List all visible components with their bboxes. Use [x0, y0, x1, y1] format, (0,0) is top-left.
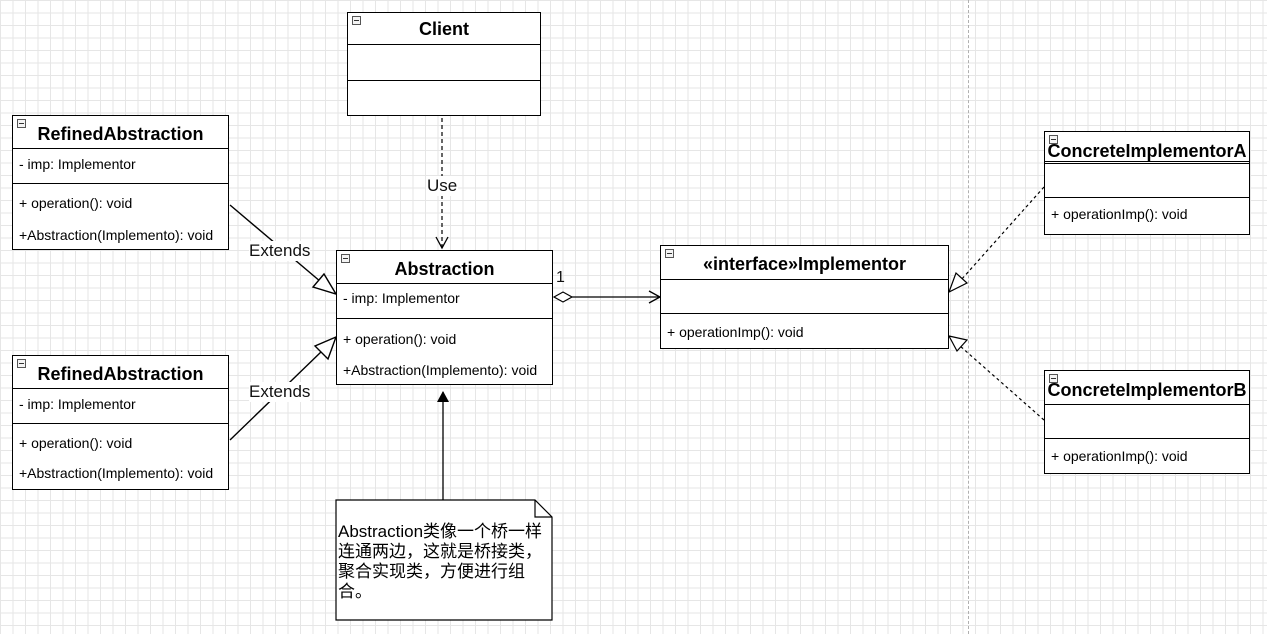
collapse-icon[interactable]: [1049, 135, 1058, 144]
note-fold: [534, 500, 552, 518]
class-refined-bottom-header: RefinedAbstraction: [13, 356, 228, 389]
class-refined-bottom-attributes: - imp: Implementor: [13, 389, 228, 424]
class-abstraction-attributes: - imp: Implementor: [337, 284, 552, 319]
method-abstraction-constructor: +Abstraction(Implemento): void: [19, 465, 214, 481]
class-concrete-implementor-a[interactable]: ConcreteImplementorA + operationImp(): v…: [1044, 131, 1250, 235]
class-client[interactable]: Client: [347, 12, 541, 116]
class-refined-abstraction-top[interactable]: RefinedAbstraction - imp: Implementor + …: [12, 115, 229, 250]
method-operation: + operation(): void: [343, 331, 457, 347]
note-text: Abstraction类像一个桥一样连通两边，这就是桥接类，聚合实现类，方便进行…: [338, 522, 543, 601]
collapse-icon[interactable]: [17, 359, 26, 368]
collapse-icon[interactable]: [665, 249, 674, 258]
class-client-attributes: [348, 45, 540, 81]
class-implementor-interface[interactable]: «interface»Implementor + operationImp():…: [660, 245, 949, 349]
class-refined-top-name: RefinedAbstraction: [37, 124, 204, 144]
use-label: Use: [426, 176, 459, 196]
class-abstraction-methods: + operation(): void +Abstraction(Impleme…: [337, 319, 552, 384]
class-concrete-b-attributes: [1045, 405, 1249, 439]
class-refined-top-attributes: - imp: Implementor: [13, 149, 228, 184]
method-operation: + operation(): void: [19, 195, 133, 211]
realization-edge-a: [960, 186, 1045, 281]
class-implementor-name: «interface»Implementor: [702, 254, 907, 274]
dashed-divider-line: [968, 0, 969, 634]
method-abstraction-constructor: +Abstraction(Implemento): void: [343, 362, 538, 378]
extends-label-bottom: Extends: [249, 382, 311, 402]
class-abstraction[interactable]: Abstraction - imp: Implementor + operati…: [336, 250, 553, 385]
class-refined-bottom-methods: + operation(): void +Abstraction(Impleme…: [13, 424, 228, 489]
class-implementor-attributes: [661, 280, 948, 314]
class-abstraction-name: Abstraction: [394, 259, 495, 279]
method-operation-imp: + operationImp(): void: [1051, 206, 1188, 222]
class-concrete-a-name: ConcreteImplementorA: [1047, 141, 1247, 161]
class-refined-top-header: RefinedAbstraction: [13, 116, 228, 149]
extends-arrowhead-top: [311, 272, 338, 296]
extends-label-top: Extends: [249, 241, 311, 261]
aggregation-diamond: [552, 291, 574, 303]
attribute-imp: - imp: Implementor: [19, 156, 136, 172]
class-concrete-b-header: ConcreteImplementorB: [1045, 371, 1249, 405]
class-refined-top-methods: + operation(): void +Abstraction(Impleme…: [13, 184, 228, 249]
class-concrete-b-name: ConcreteImplementorB: [1047, 380, 1247, 400]
method-abstraction-constructor: +Abstraction(Implemento): void: [19, 227, 214, 243]
class-implementor-header: «interface»Implementor: [661, 246, 948, 280]
attribute-imp: - imp: Implementor: [343, 290, 460, 306]
class-client-name: Client: [418, 19, 469, 39]
realization-arrowhead-b: [947, 335, 969, 353]
method-operation-imp: + operationImp(): void: [1051, 448, 1188, 464]
method-operation: + operation(): void: [19, 435, 133, 451]
class-concrete-a-header: ConcreteImplementorA: [1045, 132, 1249, 164]
note-shape: [335, 499, 553, 621]
class-refined-bottom-name: RefinedAbstraction: [37, 364, 204, 384]
class-refined-abstraction-bottom[interactable]: RefinedAbstraction - imp: Implementor + …: [12, 355, 229, 490]
class-client-header: Client: [348, 13, 540, 45]
class-abstraction-header: Abstraction: [337, 251, 552, 284]
realization-edge-b: [959, 345, 1045, 421]
attribute-imp: - imp: Implementor: [19, 396, 136, 412]
class-concrete-b-methods: + operationImp(): void: [1045, 439, 1249, 473]
method-operation-imp: + operationImp(): void: [667, 324, 804, 340]
realization-arrowhead-a: [947, 271, 969, 294]
class-client-methods: [348, 81, 540, 115]
collapse-icon[interactable]: [341, 254, 350, 263]
collapse-icon[interactable]: [1049, 374, 1058, 383]
class-concrete-a-attributes: [1045, 164, 1249, 198]
extends-arrowhead-bottom: [313, 335, 338, 361]
collapse-icon[interactable]: [17, 119, 26, 128]
class-concrete-a-methods: + operationImp(): void: [1045, 198, 1249, 234]
class-implementor-methods: + operationImp(): void: [661, 314, 948, 348]
class-concrete-implementor-b[interactable]: ConcreteImplementorB + operationImp(): v…: [1044, 370, 1250, 474]
collapse-icon[interactable]: [352, 16, 361, 25]
multiplicity-label: 1: [556, 269, 565, 286]
